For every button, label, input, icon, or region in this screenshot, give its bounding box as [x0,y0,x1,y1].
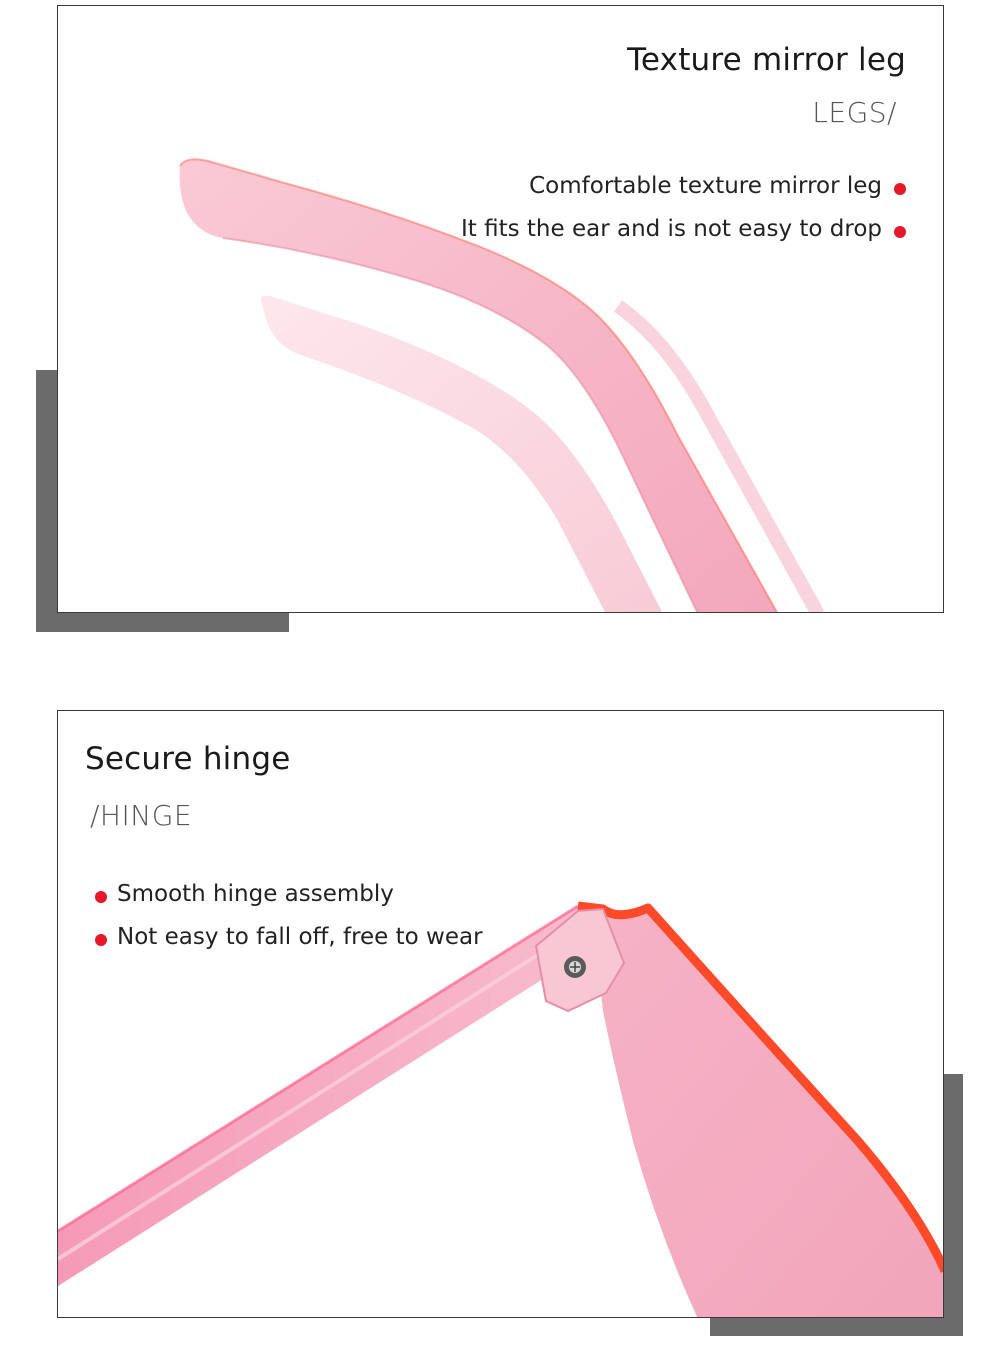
hinge-bullet-2-text: Not easy to fall off, free to wear [117,924,483,950]
red-dot-icon [894,226,906,238]
red-dot-icon [95,891,107,903]
legs-bullet-2-text: It fits the ear and is not easy to drop [461,216,882,242]
hinge-bullet-2: Not easy to fall off, free to wear [95,924,483,950]
hinge-panel: Secure hinge /HINGE Smooth hinge assembl… [57,710,944,1318]
temple-arms-image [179,158,825,612]
hinge-image [58,901,943,1317]
hinge-title: Secure hinge [85,741,291,777]
legs-shadow-left [36,370,58,632]
legs-bullet-2: It fits the ear and is not easy to drop [461,216,906,242]
legs-bullet-1: Comfortable texture mirror leg [529,173,906,199]
hinge-shadow-bottom [710,1316,963,1336]
legs-subtitle: LEGS/ [812,96,897,129]
legs-panel: Texture mirror leg LEGS/ Comfortable tex… [57,5,944,613]
red-dot-icon [894,183,906,195]
hinge-bullet-1-text: Smooth hinge assembly [117,881,394,907]
legs-shadow-bottom [36,612,289,632]
hinge-subtitle: /HINGE [90,799,193,832]
red-dot-icon [95,934,107,946]
legs-bullet-1-text: Comfortable texture mirror leg [529,173,882,199]
hinge-bullet-1: Smooth hinge assembly [95,881,394,907]
legs-title: Texture mirror leg [627,42,906,78]
hinge-shadow-right [943,1074,963,1336]
